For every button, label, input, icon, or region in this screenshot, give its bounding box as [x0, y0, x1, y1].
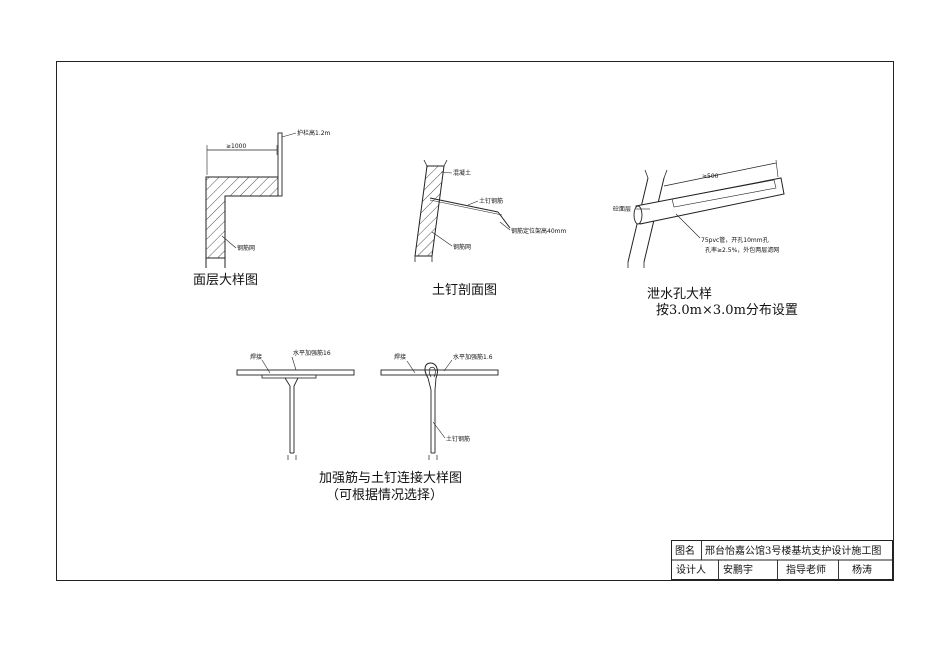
- face-layer-label: 砼面层: [613, 205, 631, 213]
- face-layer-title: 面层大样图: [193, 273, 258, 288]
- connection-title: 加强筋与土钉连接大样图: [319, 470, 462, 486]
- bar-nail-connection-detail: 焊接 水平加强筋16 焊接 水平加强筋1.6 土钉钢筋 加强筋与土钉连接大样图 …: [236, 349, 499, 503]
- title-block: 图名 邢台怡嘉公馆3号楼基坑支护设计施工图 设计人 安鹏宇 指导老师 杨涛: [671, 540, 893, 580]
- advisor-value: 杨涛: [852, 563, 872, 576]
- soil-nail-section-title: 土钉剖面图: [432, 283, 497, 298]
- right-reinforcing-bar: [380, 369, 499, 376]
- concrete-label: 混凝土: [453, 169, 471, 177]
- soil-nail-section-detail: 混凝土 土钉钢筋 钢筋定位架高40mm 钢筋网 土钉剖面图: [414, 159, 566, 298]
- railing-height-label: 护栏高1.2m: [297, 129, 331, 137]
- railing-post: [277, 132, 283, 197]
- drain-length-label: ≥500: [702, 173, 719, 180]
- face-layer-detail: 护栏高1.2m ≥1000 钢筋网 面层大样图: [193, 129, 331, 288]
- soil-nail-bar: [429, 197, 499, 213]
- pvc-note-line-2: 孔率≥2.5%，外包两层滤网: [705, 246, 779, 254]
- left-weld-label: 焊接: [250, 353, 262, 361]
- drain-hole-spacing: 按3.0m×3.0m分布设置: [656, 303, 798, 318]
- pvc-note-line-1: 75pvc管，开孔10mm孔: [701, 236, 769, 244]
- drain-hole-title: 泄水孔大样: [647, 287, 712, 302]
- centering-label: 钢筋定位架高40mm: [511, 227, 566, 235]
- designer-value: 安鹏宇: [723, 563, 753, 576]
- right-nail-label: 土钉钢筋: [446, 435, 470, 443]
- connection-subtitle: （可根据情况选择）: [326, 488, 443, 503]
- nail-bar-label: 土钉钢筋: [479, 197, 503, 205]
- drawing-name-value: 邢台怡嘉公馆3号楼基坑支护设计施工图: [705, 544, 881, 557]
- width-dimension-label: ≥1000: [226, 143, 246, 150]
- nail-wall-section: [414, 165, 445, 257]
- right-nail-bar: [427, 377, 437, 453]
- drawing-name-label: 图名: [675, 544, 695, 557]
- left-reinforcing-bar: [236, 369, 355, 376]
- advisor-label: 指导老师: [786, 563, 826, 576]
- right-weld-label: 焊接: [394, 353, 406, 361]
- nail-mesh-label: 钢筋网: [453, 243, 471, 251]
- right-hook-loop: [424, 362, 438, 379]
- drain-hole-detail: ≥500 砼面层 75pvc管，开孔10mm孔 孔率≥2.5%，外包两层滤网 泄…: [613, 159, 798, 318]
- left-nail-bar: [284, 377, 299, 453]
- drawing-frame: [56, 61, 894, 581]
- right-bar-label: 水平加强筋1.6: [453, 353, 493, 361]
- designer-label: 设计人: [676, 563, 706, 576]
- left-bar-label: 水平加强筋16: [293, 349, 331, 357]
- mesh-label: 钢筋网: [237, 244, 255, 252]
